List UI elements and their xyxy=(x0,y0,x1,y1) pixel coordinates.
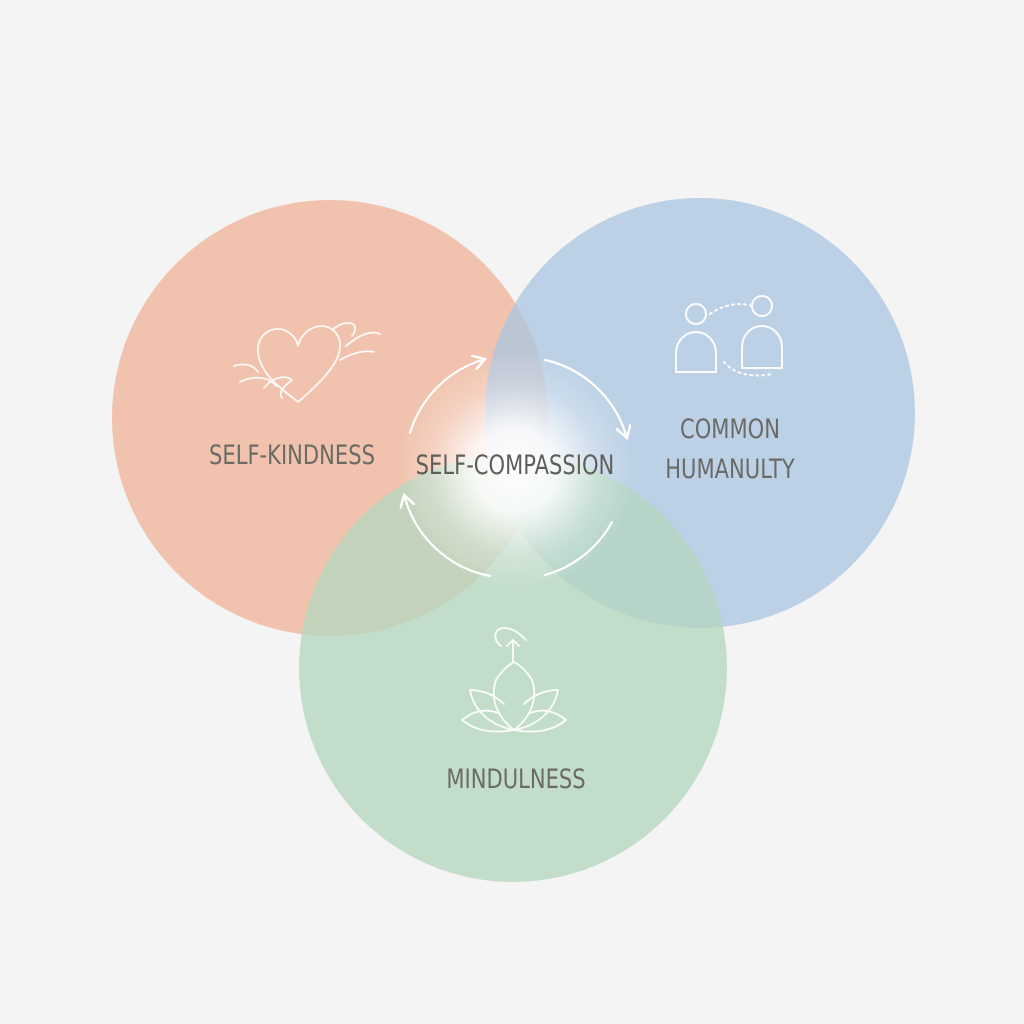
lotus-icon xyxy=(461,627,567,733)
mindfulness-label: MINDULNESS xyxy=(446,764,586,795)
people-icon xyxy=(675,295,783,377)
self-compassion-label: SELF-COMPASSION xyxy=(415,450,615,481)
center-glow xyxy=(395,350,635,590)
common-humanity-line-1: COMMON xyxy=(680,414,780,445)
heart-icon xyxy=(233,322,381,403)
common-humanity-line-2: HUMANULTY xyxy=(665,454,795,485)
circle-mindfulness xyxy=(299,454,727,882)
circular-arrows-icon xyxy=(405,360,626,578)
self-kindness-label: SELF-KINDNESS xyxy=(209,440,375,471)
common-humanity-label: COMMON HUMANULTY xyxy=(629,410,832,490)
